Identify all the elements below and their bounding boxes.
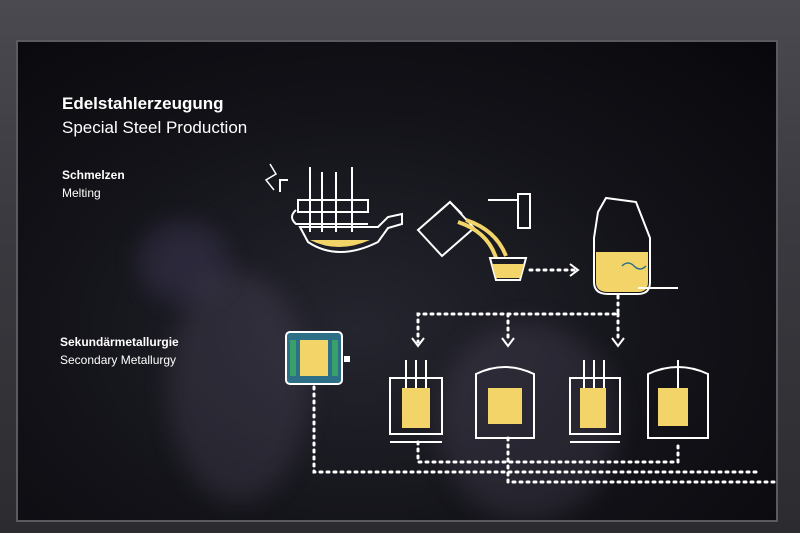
section-sublabel-secondary: Secondary Metallurgy — [60, 353, 177, 367]
display-screen: Edelstahlerzeugung Special Steel Product… — [16, 40, 778, 522]
page-title: Edelstahlerzeugung — [62, 94, 224, 113]
section-label-melting: Schmelzen — [62, 168, 125, 182]
vacuum-vessel-icon — [285, 331, 350, 385]
ladle-station-icon — [389, 360, 443, 443]
converter-icon — [593, 196, 678, 295]
reflection — [138, 222, 228, 302]
page-subtitle: Special Steel Production — [62, 118, 248, 137]
electric-arc-furnace-icon — [264, 163, 403, 253]
section-label-secondary: Sekundärmetallurgie — [60, 335, 179, 349]
ladle-station-icon — [569, 360, 621, 443]
reflection — [168, 272, 308, 502]
ladle-pour-icon — [416, 193, 531, 281]
ladle-station-icon — [647, 360, 709, 439]
process-diagram — [264, 163, 776, 484]
section-sublabel-melting: Melting — [62, 186, 101, 200]
ladle-station-icon — [475, 366, 535, 439]
